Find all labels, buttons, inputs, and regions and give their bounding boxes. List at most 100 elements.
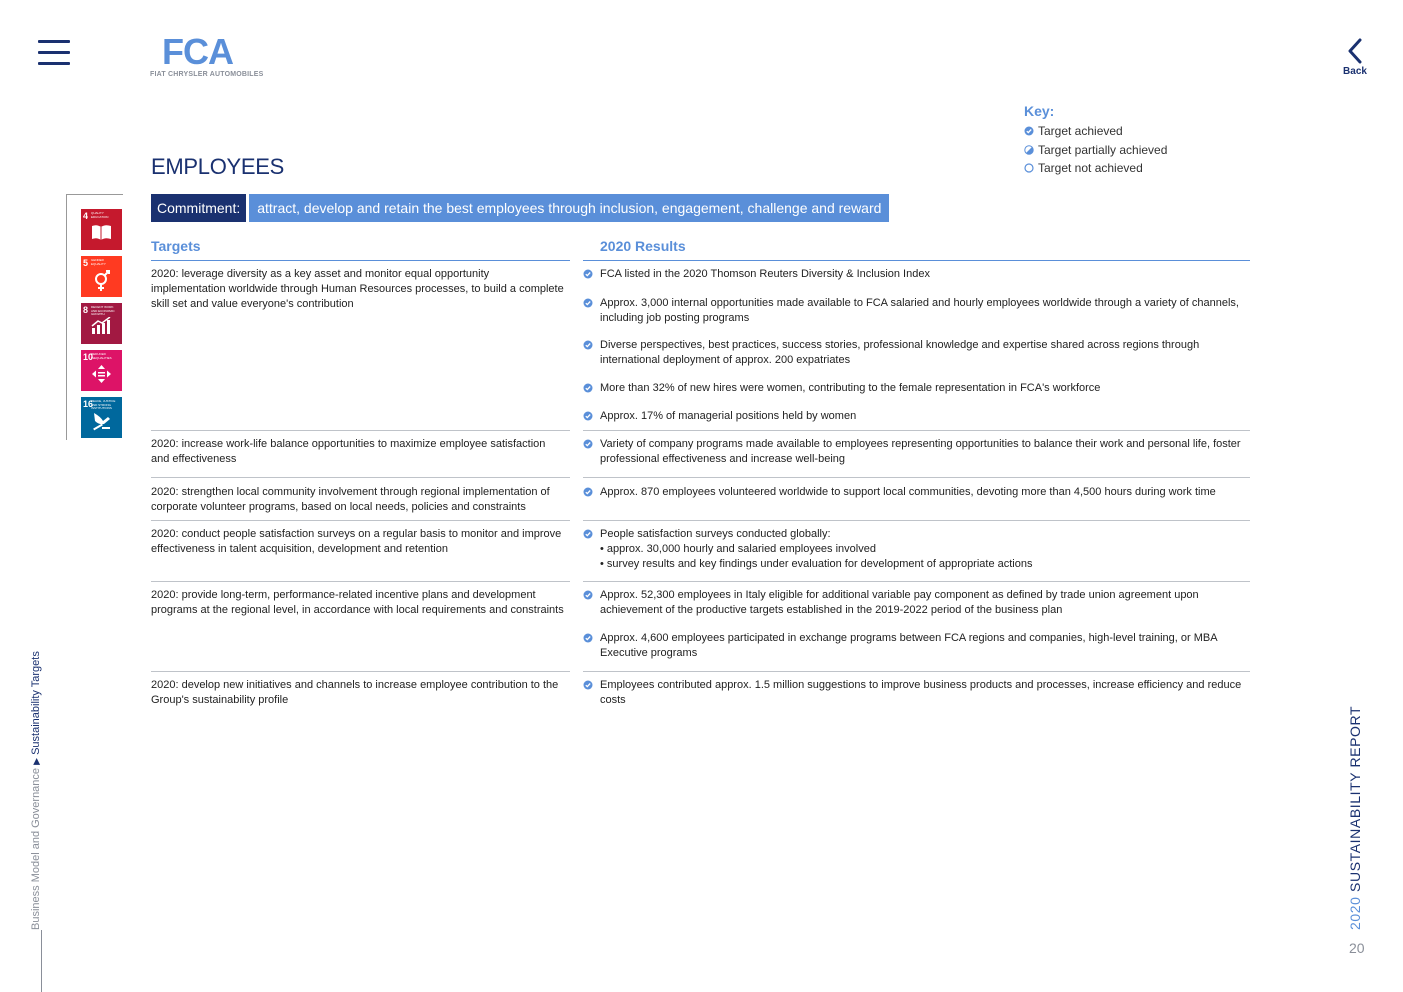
key-achieved: Target achieved	[1038, 124, 1123, 139]
commitment-text: attract, develop and retain the best emp…	[249, 194, 890, 222]
result-text: Approx. 3,000 internal opportunities mad…	[600, 297, 1239, 324]
result-bullet: • survey results and key findings under …	[600, 558, 1033, 570]
sdg-number: 16	[83, 399, 94, 409]
result-item: Variety of company programs made availab…	[583, 437, 1243, 467]
result-text: Approx. 52,300 employees in Italy eligib…	[600, 589, 1199, 616]
report-title: 2020 SUSTAINABILITY REPORT	[1345, 690, 1365, 930]
breadcrumb: Business Model and Governance ▶ Sustaina…	[30, 610, 52, 930]
sdg-title: PEACE, JUSTICE AND STRONG INSTITUTIONS	[91, 399, 116, 410]
fca-logo: FCA FIAT CHRYSLER AUTOMOBILES	[150, 31, 270, 82]
commitment-label: Commitment:	[151, 194, 247, 222]
breadcrumb-section[interactable]: Business Model and Governance	[30, 767, 42, 930]
not-achieved-icon	[1024, 163, 1034, 173]
result-text: Employees contributed approx. 1.5 millio…	[600, 679, 1242, 706]
sdg-number: 4	[83, 211, 89, 221]
logo-subtitle: FIAT CHRYSLER AUTOMOBILES	[150, 71, 264, 78]
page-title: EMPLOYEES	[151, 154, 285, 179]
result-item: More than 32% of new hires were women, c…	[583, 381, 1243, 398]
result-text: Approx. 17% of managerial positions held…	[600, 410, 857, 422]
result-bullet: • approx. 30,000 hourly and salaried emp…	[600, 543, 876, 555]
result-item: Approx. 52,300 employees in Italy eligib…	[583, 588, 1243, 618]
result-text: FCA listed in the 2020 Thomson Reuters D…	[600, 268, 930, 280]
achieved-icon	[583, 529, 593, 539]
result-item: Employees contributed approx. 1.5 millio…	[583, 678, 1243, 708]
row-divider	[151, 671, 570, 672]
row-divider	[583, 581, 1250, 582]
result-text: More than 32% of new hires were women, c…	[600, 382, 1101, 394]
achieved-icon	[583, 680, 593, 690]
result-text: People satisfaction surveys conducted gl…	[600, 528, 831, 540]
result-item: Diverse perspectives, best practices, su…	[583, 338, 1243, 368]
commitment-banner: Commitment: attract, develop and retain …	[151, 194, 890, 222]
breadcrumb-current: Sustainability Targets	[30, 651, 42, 755]
row-divider	[583, 477, 1250, 478]
achieved-icon	[583, 383, 593, 393]
target-text: 2020: strengthen local community involve…	[151, 486, 550, 513]
sdg-number: 10	[83, 352, 94, 362]
result-item: Approx. 4,600 employees participated in …	[583, 631, 1243, 661]
result-text: Approx. 870 employees volunteered worldw…	[600, 486, 1216, 498]
chevron-left-icon	[1348, 38, 1362, 64]
target-text: 2020: conduct people satisfaction survey…	[151, 528, 562, 555]
breadcrumb-rule	[41, 930, 42, 992]
back-button[interactable]: Back	[1335, 38, 1375, 82]
report-year: 2020	[1347, 896, 1363, 930]
row-divider	[583, 671, 1250, 672]
result-item: FCA listed in the 2020 Thomson Reuters D…	[583, 267, 1243, 284]
achieved-icon	[583, 487, 593, 497]
achieved-icon	[583, 633, 593, 643]
sdg-title: DECENT WORK AND ECONOMIC GROWTH	[91, 305, 115, 316]
result-text: Approx. 4,600 employees participated in …	[600, 632, 1217, 659]
key-partial: Target partially achieved	[1038, 142, 1168, 157]
result-item: Approx. 870 employees volunteered worldw…	[583, 485, 1243, 502]
sdg-title: GENDER EQUALITY	[91, 258, 106, 266]
key-not-achieved: Target not achieved	[1038, 161, 1143, 176]
achieved-icon	[1024, 126, 1034, 136]
result-item: Approx. 17% of managerial positions held…	[583, 409, 1243, 426]
report-name: SUSTAINABILITY REPORT	[1347, 705, 1363, 892]
row-divider	[583, 430, 1250, 431]
book-icon	[92, 225, 111, 240]
row-divider	[151, 430, 570, 431]
result-text: Variety of company programs made availab…	[600, 438, 1241, 465]
achieved-icon	[583, 590, 593, 600]
result-text: Diverse perspectives, best practices, su…	[600, 339, 1200, 366]
achieved-icon	[583, 269, 593, 279]
target-text: 2020: develop new initiatives and channe…	[151, 679, 559, 706]
sdg-number: 5	[83, 258, 89, 268]
equality-icon	[92, 365, 111, 383]
sdg-title: QUALITY EDUCATION	[91, 211, 109, 219]
key-title: Key:	[1024, 103, 1055, 119]
dove-gavel-icon	[93, 413, 110, 431]
achieved-icon	[583, 340, 593, 350]
achieved-icon	[583, 439, 593, 449]
result-item: People satisfaction surveys conducted gl…	[583, 527, 1243, 572]
row-divider	[151, 477, 570, 478]
partially-achieved-icon	[1024, 145, 1034, 155]
row-divider	[151, 520, 570, 521]
result-item: Approx. 3,000 internal opportunities mad…	[583, 296, 1243, 326]
logo-mark: FCA	[162, 31, 234, 72]
target-text: 2020: increase work-life balance opportu…	[151, 438, 546, 465]
back-label: Back	[1343, 66, 1367, 77]
targets-header: Targets	[151, 238, 201, 254]
breadcrumb-arrow-icon: ▶	[31, 757, 41, 765]
target-text: 2020: provide long-term, performance-rel…	[151, 589, 564, 616]
row-divider	[151, 581, 570, 582]
achieved-icon	[583, 411, 593, 421]
target-text: 2020: leverage diversity as a key asset …	[151, 268, 564, 310]
results-header-rule	[583, 260, 1250, 261]
sdg-title: REDUCED INEQUALITIES	[91, 352, 112, 360]
legend-key: Key: Target achieved Target partially ac…	[1024, 103, 1167, 178]
sdg-number: 8	[83, 305, 89, 315]
sdg-bracket	[66, 194, 123, 440]
results-header: 2020 Results	[600, 238, 686, 254]
achieved-icon	[583, 298, 593, 308]
row-divider	[583, 520, 1250, 521]
menu-icon[interactable]	[38, 40, 70, 66]
